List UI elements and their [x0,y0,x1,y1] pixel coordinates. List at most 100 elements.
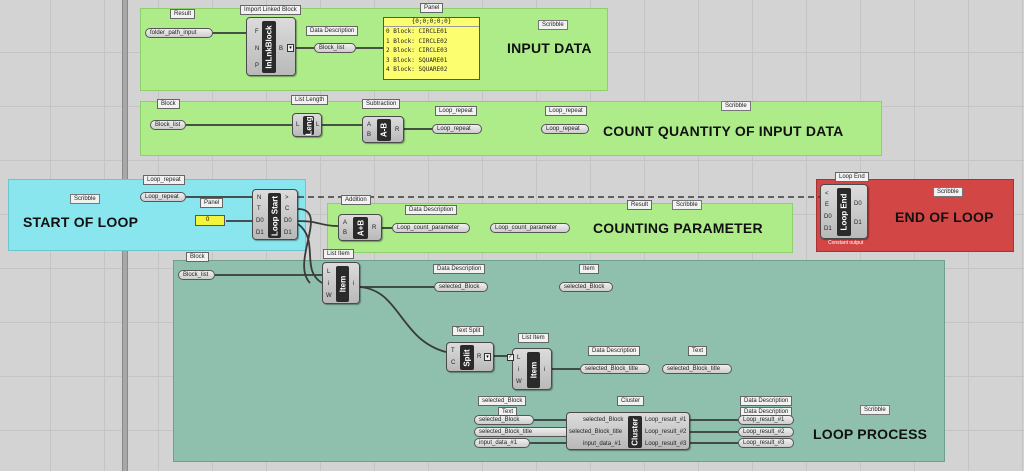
param-selected-block-title[interactable]: selected_Block_title [662,364,732,374]
port-label: selected_Block [583,417,624,423]
port-label: D0 [854,201,862,207]
component-list-item[interactable]: ✓ L i W Item i [507,348,552,390]
component-addition[interactable]: A B A+B R [338,214,382,241]
port-label: T [257,206,261,212]
port-label: Loop_result_#1 [645,417,687,423]
param-loop-count-parameter[interactable]: Loop_count_parameter [490,223,570,233]
checkbox-icon[interactable]: ✓ [507,354,514,361]
tag-result: Result [627,200,653,210]
component-name: InLnkBlock [264,25,274,69]
scribble-tag[interactable]: Scribble [860,405,890,415]
port-label: L [327,269,331,275]
group-label-end-of-loop: END OF LOOP [895,209,994,225]
tag-block: Block [157,99,180,109]
param-block-list[interactable]: Block_list [178,270,215,280]
component-name: A-B [379,122,389,138]
port-label: Loop_result_#3 [645,441,687,447]
port-label: Loop_result_#2 [645,429,687,435]
tag-subtraction: Subtraction [362,99,401,109]
port-label: R [477,354,482,360]
component-list-length[interactable]: L Leng L [292,113,322,137]
param-cluster-input-3[interactable]: input_data_#1 [474,438,530,448]
param-loop-result-3[interactable]: Loop_result_#3 [738,438,794,448]
tag-text: Text [688,346,708,356]
port-label: i [353,281,355,287]
component-list-item[interactable]: L i W Item i [322,262,360,304]
port-label: > [285,195,289,201]
group-label-count-quantity: COUNT QUANTITY OF INPUT DATA [603,123,844,139]
tag-loop-repeat: Loop_repeat [545,106,587,116]
tag-text-split: Text Split [452,326,485,336]
scribble-tag[interactable]: Scribble [721,101,751,111]
component-cluster[interactable]: selected_Block selected_Block_title inpu… [566,412,690,450]
port-label: N [257,195,262,201]
port-label: A [343,220,348,226]
param-loop-repeat[interactable]: Loop_repeat [541,124,589,134]
component-core: Loop End [837,188,851,236]
tag-data-description: Data Description [433,264,486,274]
component-name: Split [462,348,472,367]
group-label-input-data: INPUT DATA [507,40,592,56]
param-block-list[interactable]: Block_list [150,120,186,130]
port-label: B [343,230,348,236]
panel-block-list[interactable]: {0;0;0;0;0} 0 Block: CIRCLE01 1 Block: C… [383,17,480,80]
param-selected-block[interactable]: selected_Block [559,282,613,292]
tag-list-item: List Item [323,249,354,259]
component-loop-start[interactable]: N T D0 D1 Loop Start > C D0 D1 [252,189,298,240]
component-loop-end[interactable]: < E D0 D1 Loop End D0 D1 [820,184,868,239]
scribble-tag[interactable]: Scribble [672,200,702,210]
group-input-data[interactable] [140,8,608,91]
param-loop-result-1[interactable]: Loop_result_#1 [738,415,794,425]
panel-row: 2 Block: CIRCLE03 [386,47,448,55]
param-folder-path-input[interactable]: folder_path_input [145,28,213,38]
tag-cluster: Cluster [617,396,645,406]
port-label: L [316,122,320,128]
component-core: InLnkBlock [262,21,276,73]
component-name: Loop End [839,193,849,231]
tag-block: Block [186,252,209,262]
param-loop-result-2[interactable]: Loop_result_#2 [738,427,794,437]
port-label: C [285,206,290,212]
tag-data-description: Data Description [740,396,793,406]
tag-list-item: List Item [518,333,549,343]
param-cluster-input-2[interactable]: selected_Block_title [474,427,570,437]
component-subtraction[interactable]: A B A-B R [362,116,404,143]
scribble-tag[interactable]: Scribble [70,194,100,204]
panel-row: 3 Block: SQUARE01 [386,56,448,64]
param-block-list[interactable]: Block_list [314,43,356,53]
component-text-split[interactable]: T C Split R ▾ [446,342,494,372]
scribble-tag[interactable]: Scribble [933,187,963,197]
param-loop-repeat[interactable]: Loop_repeat [140,192,186,202]
param-selected-block[interactable]: selected_Block [434,282,488,292]
component-core: Leng [303,116,314,135]
param-cluster-input-1[interactable]: selected_Block [474,415,534,425]
param-loop-repeat[interactable]: Loop_repeat [432,124,482,134]
component-core: A-B [377,119,391,141]
group-count-quantity[interactable] [140,101,882,156]
port-label: E [825,202,830,208]
component-import-linked-block[interactable]: F N P InLnkBlock B ▾ [246,17,296,76]
options-icon[interactable]: ▾ [287,44,294,52]
param-selected-block-title[interactable]: selected_Block_title [580,364,650,374]
component-core: Loop Start [268,193,281,238]
port-label: input_data_#1 [583,441,622,447]
param-loop-count-parameter[interactable]: Loop_count_parameter [392,223,470,233]
tag-addition: Addition [341,195,371,205]
panel-row: 1 Block: CIRCLE02 [386,37,448,45]
group-label-loop-process: LOOP PROCESS [813,426,928,442]
scribble-tag[interactable]: Scribble [538,20,568,30]
component-name: Loop Start [270,195,279,236]
panel-zero-value[interactable]: 0 [195,215,225,226]
port-label: i [518,367,520,373]
port-label: W [516,379,522,385]
component-name: Cluster [630,418,640,446]
options-icon[interactable]: ▾ [484,353,491,361]
component-name: Item [338,275,347,293]
tag-result: Result [170,9,196,19]
constant-output-label: Constant output [828,240,864,246]
port-label: B [279,46,284,52]
port-label: D1 [824,226,832,232]
component-core: A+B [353,217,368,239]
